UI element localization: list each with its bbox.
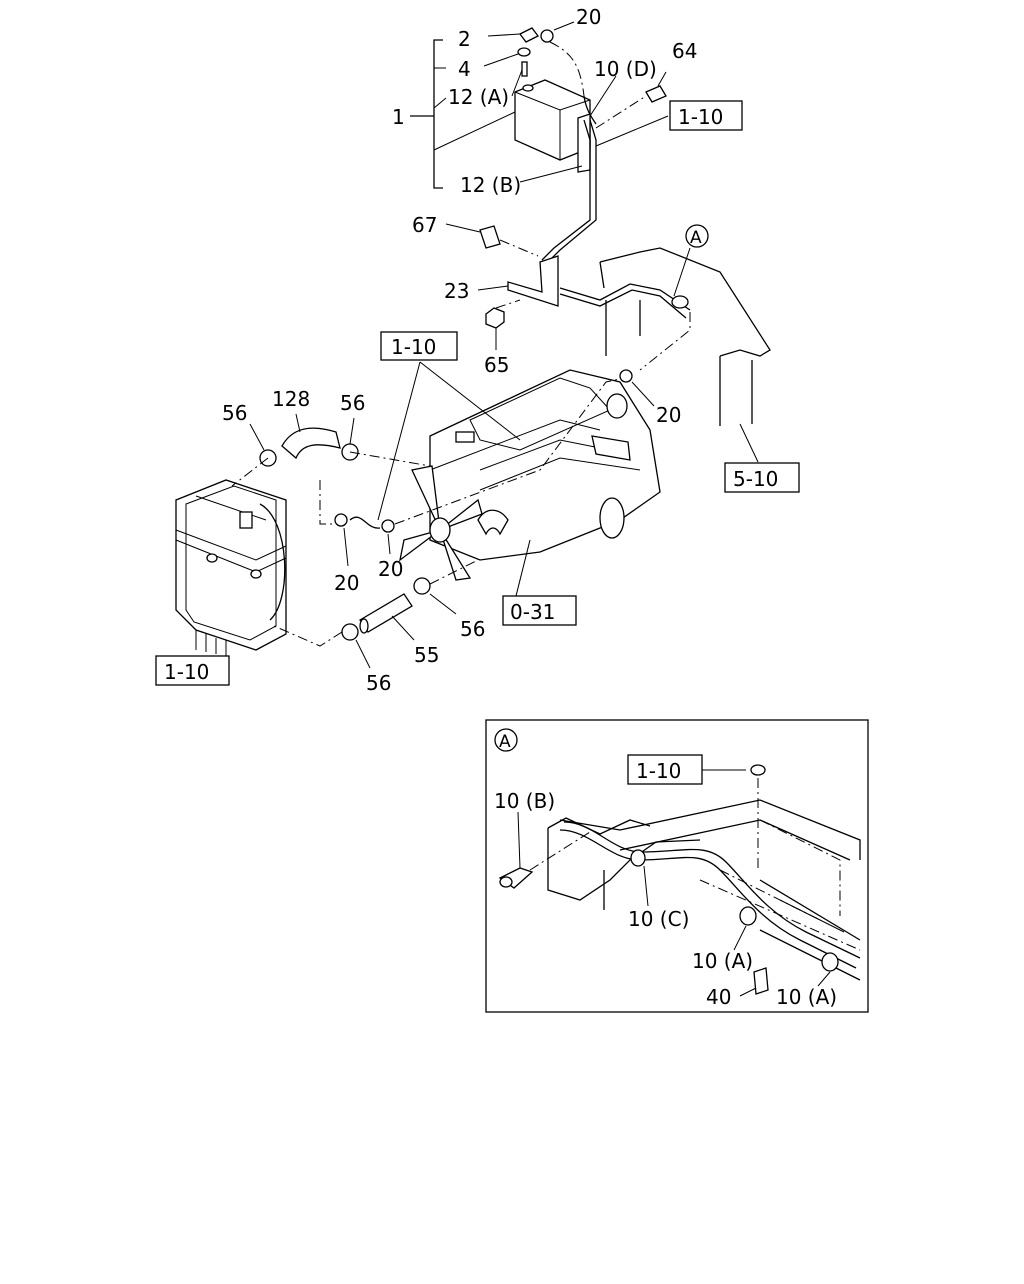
- hose-128: [281, 413, 341, 460]
- label-56-bottom: 56: [366, 671, 391, 695]
- ref-box-chassis: 5-10: [724, 462, 800, 493]
- clip-10b: [498, 811, 591, 889]
- label-67: 67: [412, 213, 437, 237]
- nut-65: [485, 299, 521, 350]
- label-inset-10a-1: 10 (A): [692, 949, 753, 973]
- label-2: 2: [458, 27, 471, 51]
- svg-text:1-10: 1-10: [164, 660, 209, 684]
- svg-text:A: A: [499, 732, 511, 752]
- label-inset-40: 40: [706, 985, 731, 1009]
- clip-10c: [630, 849, 649, 907]
- clamp-a-main: [671, 247, 691, 309]
- label-12a: 12 (A): [448, 85, 509, 109]
- clip-10a-1: [733, 906, 757, 951]
- fan: [399, 465, 483, 581]
- bracket-23: [477, 255, 559, 307]
- clamp-56-low: [413, 577, 457, 615]
- reservoir-tank: [514, 79, 591, 173]
- label-65: 65: [484, 353, 509, 377]
- ref-box-mid: 1-10: [380, 331, 458, 361]
- label-64: 64: [672, 39, 697, 63]
- svg-text:0-31: 0-31: [510, 600, 555, 624]
- svg-text:1-10: 1-10: [636, 759, 681, 783]
- svg-text:A: A: [690, 228, 702, 248]
- fitting-64: [645, 71, 667, 103]
- label-128: 128: [272, 387, 310, 411]
- label-20-top: 20: [576, 5, 601, 29]
- clip-10a-2: [817, 952, 839, 987]
- cap-2: [487, 27, 539, 43]
- label-55: 55: [414, 643, 439, 667]
- chassis-frame: [599, 247, 771, 426]
- washer-4: [483, 47, 531, 67]
- engine-hose: [477, 509, 509, 536]
- bolt-40: [739, 967, 769, 997]
- label-12b: 12 (B): [460, 173, 521, 197]
- label-56-low: 56: [460, 617, 485, 641]
- engine-block: [429, 369, 661, 561]
- label-56-mid: 56: [340, 391, 365, 415]
- ref-box-top: 1-10: [669, 100, 743, 131]
- callout-a-inset: A: [494, 728, 518, 752]
- label-20-a: 20: [334, 571, 359, 595]
- clamp-20-top: [540, 21, 575, 43]
- callout-a-main: A: [685, 224, 709, 248]
- pin-12a: [511, 61, 528, 97]
- label-23: 23: [444, 279, 469, 303]
- ref-box-radiator: 1-10: [155, 655, 230, 686]
- radiator: [175, 479, 287, 656]
- hose-55: [359, 593, 415, 641]
- svg-text:1-10: 1-10: [678, 105, 723, 129]
- label-inset-10a-2: 10 (A): [776, 985, 837, 1009]
- clamp-20-b: [381, 519, 395, 555]
- label-20-b: 20: [378, 557, 403, 581]
- inset-detail-a: A 1-10: [485, 719, 869, 1013]
- label-4: 4: [458, 57, 471, 81]
- bracket-group-1: [410, 39, 516, 189]
- clamp-56-left: [249, 423, 277, 467]
- clamp-56-mid: [341, 417, 359, 461]
- label-inset-10c: 10 (C): [628, 907, 689, 931]
- bolt-67: [445, 223, 539, 257]
- clamp-20-a: [334, 513, 349, 567]
- ref-box-engine: 0-31: [502, 595, 577, 626]
- label-inset-10b: 10 (B): [494, 789, 555, 813]
- label-1: 1: [392, 105, 405, 129]
- label-10d: 10 (D): [594, 57, 657, 81]
- svg-text:5-10: 5-10: [733, 467, 778, 491]
- label-20-right: 20: [656, 403, 681, 427]
- clamp-20-right: [619, 369, 655, 407]
- ref-box-inset: 1-10: [627, 754, 703, 785]
- label-56-left: 56: [222, 401, 247, 425]
- nut-inset: [750, 764, 766, 776]
- svg-text:1-10: 1-10: [391, 335, 436, 359]
